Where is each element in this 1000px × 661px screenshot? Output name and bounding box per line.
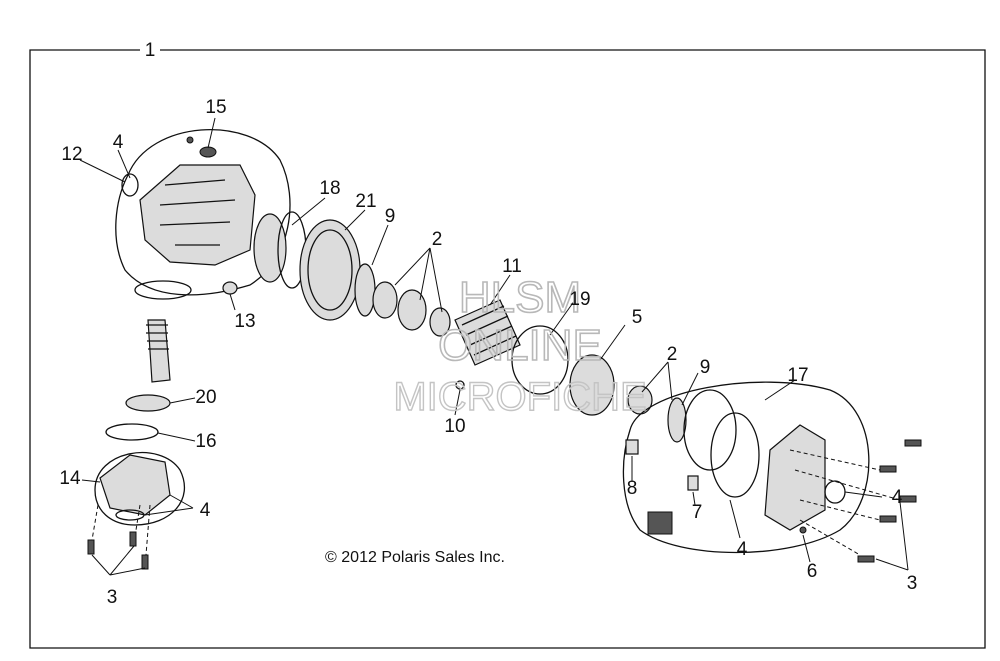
ring-gear-21 bbox=[299, 219, 361, 321]
housing-ribs bbox=[159, 179, 236, 246]
callout-5: 5 bbox=[632, 307, 643, 328]
callout-11: 11 bbox=[502, 256, 522, 277]
copyright-notice: © 2012 Polaris Sales Inc. bbox=[325, 549, 505, 566]
watermark-line2: ONLINE bbox=[438, 321, 602, 370]
callout-8: 8 bbox=[627, 478, 638, 499]
callout-4b: 4 bbox=[200, 500, 211, 521]
bolt-head bbox=[186, 136, 194, 144]
watermark-line3: MICROFICHE bbox=[393, 375, 646, 419]
rear-housing-group bbox=[622, 381, 922, 563]
bolt-3f bbox=[879, 515, 897, 523]
bolt-3g bbox=[857, 555, 875, 563]
oring-16 bbox=[105, 423, 159, 441]
bearing-9b bbox=[667, 397, 687, 443]
housing-flange bbox=[134, 280, 192, 300]
bolt-3h bbox=[904, 439, 922, 447]
callout-4c: 4 bbox=[892, 487, 903, 508]
roll-cage-11 bbox=[454, 299, 521, 366]
callout-16: 16 bbox=[195, 431, 216, 452]
cover-boundary-17 bbox=[622, 381, 870, 554]
callout-4a: 4 bbox=[113, 132, 124, 153]
seal-12 bbox=[121, 173, 139, 197]
center-parts-group bbox=[253, 211, 687, 443]
oring-large-1 bbox=[683, 389, 737, 471]
callout-3a: 3 bbox=[107, 587, 118, 608]
callout-10: 10 bbox=[444, 416, 465, 437]
armature-plate-19 bbox=[511, 325, 569, 395]
callout-3b: 3 bbox=[907, 573, 918, 594]
callout-7: 7 bbox=[692, 502, 703, 523]
rear-cover-17 bbox=[764, 424, 826, 531]
bolt-3c bbox=[141, 554, 149, 570]
leader-lines bbox=[79, 117, 909, 576]
callout-18: 18 bbox=[319, 178, 340, 199]
callout-9b: 9 bbox=[700, 357, 711, 378]
connector bbox=[647, 511, 673, 535]
callout-17: 17 bbox=[787, 365, 808, 386]
front-housing bbox=[139, 164, 256, 266]
callout-4d: 4 bbox=[737, 539, 748, 560]
bolt-axes-left bbox=[91, 504, 151, 556]
callout-2a: 2 bbox=[432, 229, 443, 250]
callout-labels: 1 12 4 15 18 21 9 2 13 11 19 5 10 2 9 17… bbox=[59, 40, 917, 608]
thrust-washer-2a bbox=[372, 281, 398, 319]
cover-boundary-14 bbox=[94, 451, 186, 526]
front-housing-group bbox=[87, 129, 291, 570]
callout-14: 14 bbox=[59, 468, 81, 489]
callout-13: 13 bbox=[234, 311, 255, 332]
callout-20: 20 bbox=[195, 387, 216, 408]
callout-19: 19 bbox=[569, 289, 590, 310]
plug-13 bbox=[222, 281, 238, 295]
callout-1: 1 bbox=[145, 40, 156, 61]
thrust-washer-2b bbox=[397, 289, 427, 331]
coil-7 bbox=[687, 475, 699, 491]
pinion-gear bbox=[146, 324, 169, 350]
cover-seal-4 bbox=[115, 509, 145, 521]
pinion-shaft bbox=[147, 319, 171, 383]
bearing-sleeve bbox=[253, 213, 287, 283]
callout-9a: 9 bbox=[385, 206, 396, 227]
callout-21: 21 bbox=[355, 191, 376, 212]
ring-gear-teeth bbox=[307, 229, 353, 311]
callout-12: 12 bbox=[61, 144, 82, 165]
bolt-3b bbox=[129, 531, 137, 547]
assembly-frame bbox=[29, 49, 986, 649]
callout-2b: 2 bbox=[667, 344, 678, 365]
callout-6: 6 bbox=[807, 561, 818, 582]
spring-10 bbox=[455, 380, 465, 390]
vent-fitting-15 bbox=[199, 146, 217, 158]
watermark-line1: HLSM bbox=[459, 273, 581, 322]
thrust-washer-2c bbox=[429, 307, 451, 337]
bolt-3d bbox=[879, 465, 897, 473]
cap-8 bbox=[625, 439, 639, 455]
seal-4-right bbox=[824, 480, 846, 504]
bearing-9a bbox=[354, 263, 376, 317]
armature-plate-5 bbox=[569, 354, 615, 416]
bolt-3a bbox=[87, 539, 95, 555]
pin-6 bbox=[799, 526, 807, 534]
roll-cage-slots bbox=[461, 305, 517, 356]
callout-15: 15 bbox=[205, 97, 226, 118]
watermark: HLSM ONLINE MICROFICHE bbox=[393, 272, 648, 420]
bolt-3e bbox=[899, 495, 917, 503]
oring-large-2 bbox=[710, 412, 760, 498]
pinion-cover-14 bbox=[99, 454, 171, 516]
bearing-20 bbox=[125, 394, 171, 412]
